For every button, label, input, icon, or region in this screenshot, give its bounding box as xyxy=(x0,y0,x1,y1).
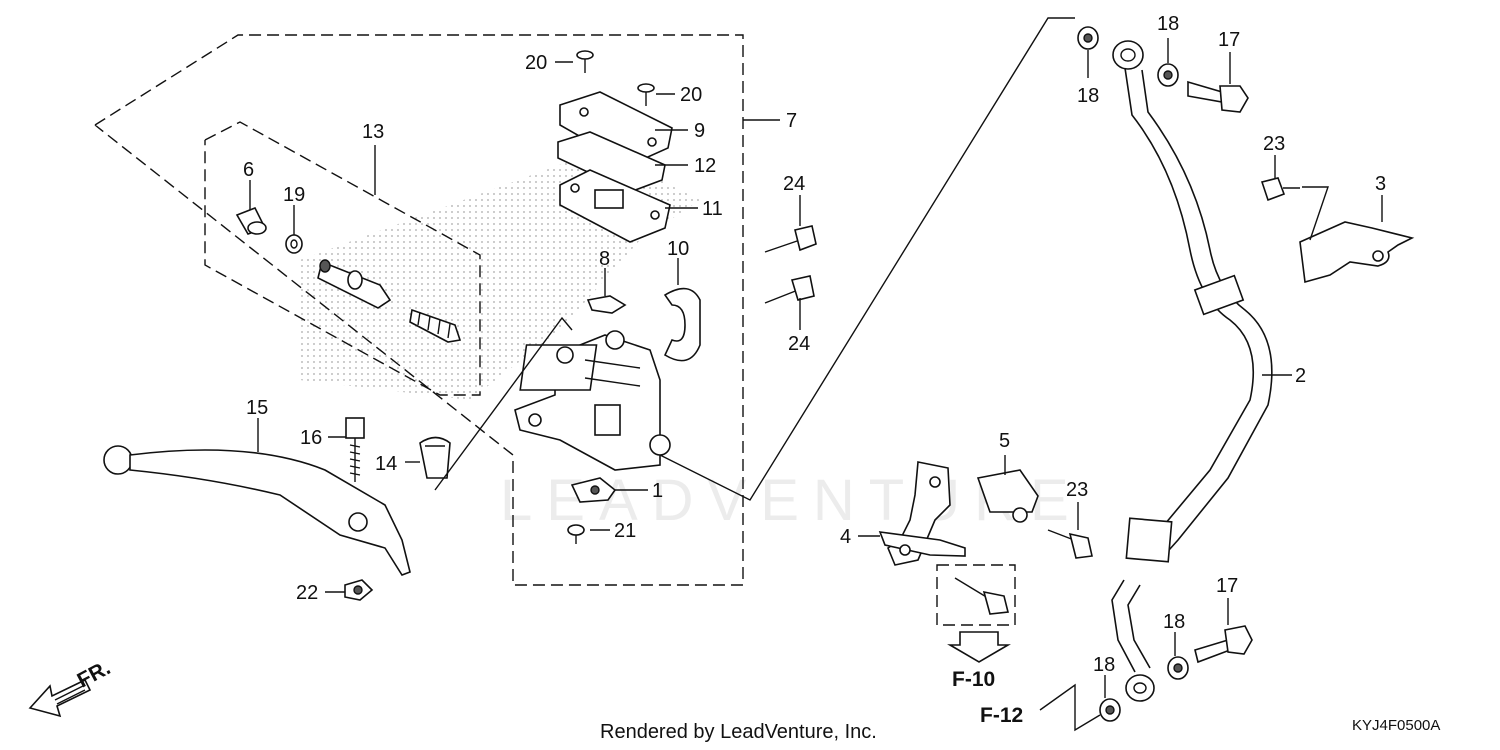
oil-bolt-upper[interactable] xyxy=(1187,80,1249,113)
reservoir-plate[interactable] xyxy=(557,131,666,193)
callout-24-lower: 24 xyxy=(788,333,810,355)
callout-5: 5 xyxy=(999,430,1010,452)
reference-f10[interactable]: F-10 xyxy=(952,668,995,691)
f10-arrow xyxy=(947,631,1011,663)
holder-bolt-lower[interactable] xyxy=(764,275,815,304)
reservoir-diaphragm[interactable] xyxy=(559,169,671,243)
callout-9: 9 xyxy=(694,120,705,142)
lever-pivot-nut[interactable] xyxy=(344,579,374,601)
master-cylinder-assembly-boundary xyxy=(94,34,744,586)
retaining-clip[interactable] xyxy=(586,295,627,314)
front-direction-arrow xyxy=(28,678,92,718)
clamp-bolt[interactable] xyxy=(1047,529,1093,559)
callout-3: 3 xyxy=(1375,173,1386,195)
callout-8: 8 xyxy=(599,248,610,270)
piston-set-boundary xyxy=(204,121,481,396)
callout-11: 11 xyxy=(702,198,723,220)
callout-7: 7 xyxy=(786,110,797,132)
sealing-washer-bottom-right[interactable] xyxy=(1167,656,1189,680)
bracket-bolt[interactable] xyxy=(954,577,1009,615)
master-cylinder-body[interactable] xyxy=(514,330,671,471)
circlip-washer[interactable] xyxy=(285,234,303,254)
callout-6: 6 xyxy=(243,159,254,181)
brake-light-switch[interactable] xyxy=(570,477,617,503)
callout-18-bottom-left: 18 xyxy=(1093,654,1115,676)
dust-cover[interactable] xyxy=(235,206,267,235)
callout-15: 15 xyxy=(246,397,268,419)
callout-labels: 1 2 3 4 5 6 7 8 9 10 11 12 13 14 15 16 1… xyxy=(243,13,1386,676)
cap-screw-lower[interactable] xyxy=(637,83,655,106)
leader-lines xyxy=(249,17,1383,732)
holder-bolt-upper[interactable] xyxy=(764,225,817,253)
reference-f12[interactable]: F-12 xyxy=(980,704,1023,727)
lever-pivot-bolt[interactable] xyxy=(345,417,365,482)
callout-2: 2 xyxy=(1295,365,1306,387)
oil-bolt-lower[interactable] xyxy=(1194,625,1253,664)
callout-14: 14 xyxy=(375,453,397,475)
callout-23-upper: 23 xyxy=(1263,133,1285,155)
hose-bracket[interactable] xyxy=(878,461,966,566)
footer-credit: Rendered by LeadVenture, Inc. xyxy=(600,721,877,743)
piston[interactable] xyxy=(317,259,392,309)
front-brake-hose[interactable] xyxy=(1111,40,1273,702)
callout-24-upper: 24 xyxy=(783,173,805,195)
callout-17-upper: 17 xyxy=(1218,29,1240,51)
callout-19: 19 xyxy=(283,184,305,206)
callout-21: 21 xyxy=(614,520,636,542)
callout-10: 10 xyxy=(667,238,689,260)
sealing-washer-bottom-left[interactable] xyxy=(1099,698,1121,722)
lever-bushing[interactable] xyxy=(419,436,451,479)
bracket-bolt-boundary xyxy=(936,564,1016,626)
callout-20-upper: 20 xyxy=(525,52,547,74)
piston-spring[interactable] xyxy=(409,308,462,343)
cap-screw-upper[interactable] xyxy=(576,50,594,73)
sealing-washer-top-left[interactable] xyxy=(1077,26,1099,50)
callout-4: 4 xyxy=(840,526,851,548)
hose-guide[interactable] xyxy=(1299,221,1415,284)
hose-clamp[interactable] xyxy=(976,469,1039,523)
callout-23-lower: 23 xyxy=(1066,479,1088,501)
callout-17-lower: 17 xyxy=(1216,575,1238,597)
handlebar-holder[interactable] xyxy=(663,287,701,362)
callout-13: 13 xyxy=(362,121,384,143)
callout-16: 16 xyxy=(300,427,322,449)
callout-22: 22 xyxy=(296,582,318,604)
reservoir-cap[interactable] xyxy=(559,91,673,166)
callout-1: 1 xyxy=(652,480,663,502)
sealing-washer-top-right[interactable] xyxy=(1157,63,1179,87)
callout-12: 12 xyxy=(694,155,716,177)
front-brake-lever[interactable] xyxy=(103,445,411,576)
callout-20-lower: 20 xyxy=(680,84,702,106)
hose-guide-bolt[interactable] xyxy=(1260,177,1300,202)
callout-18-top-right: 18 xyxy=(1157,13,1179,35)
diagram-code: KYJ4F0500A xyxy=(1352,717,1440,734)
callout-18-top-left: 18 xyxy=(1077,85,1099,107)
switch-screw[interactable] xyxy=(567,524,585,544)
callout-18-bottom-right: 18 xyxy=(1163,611,1185,633)
